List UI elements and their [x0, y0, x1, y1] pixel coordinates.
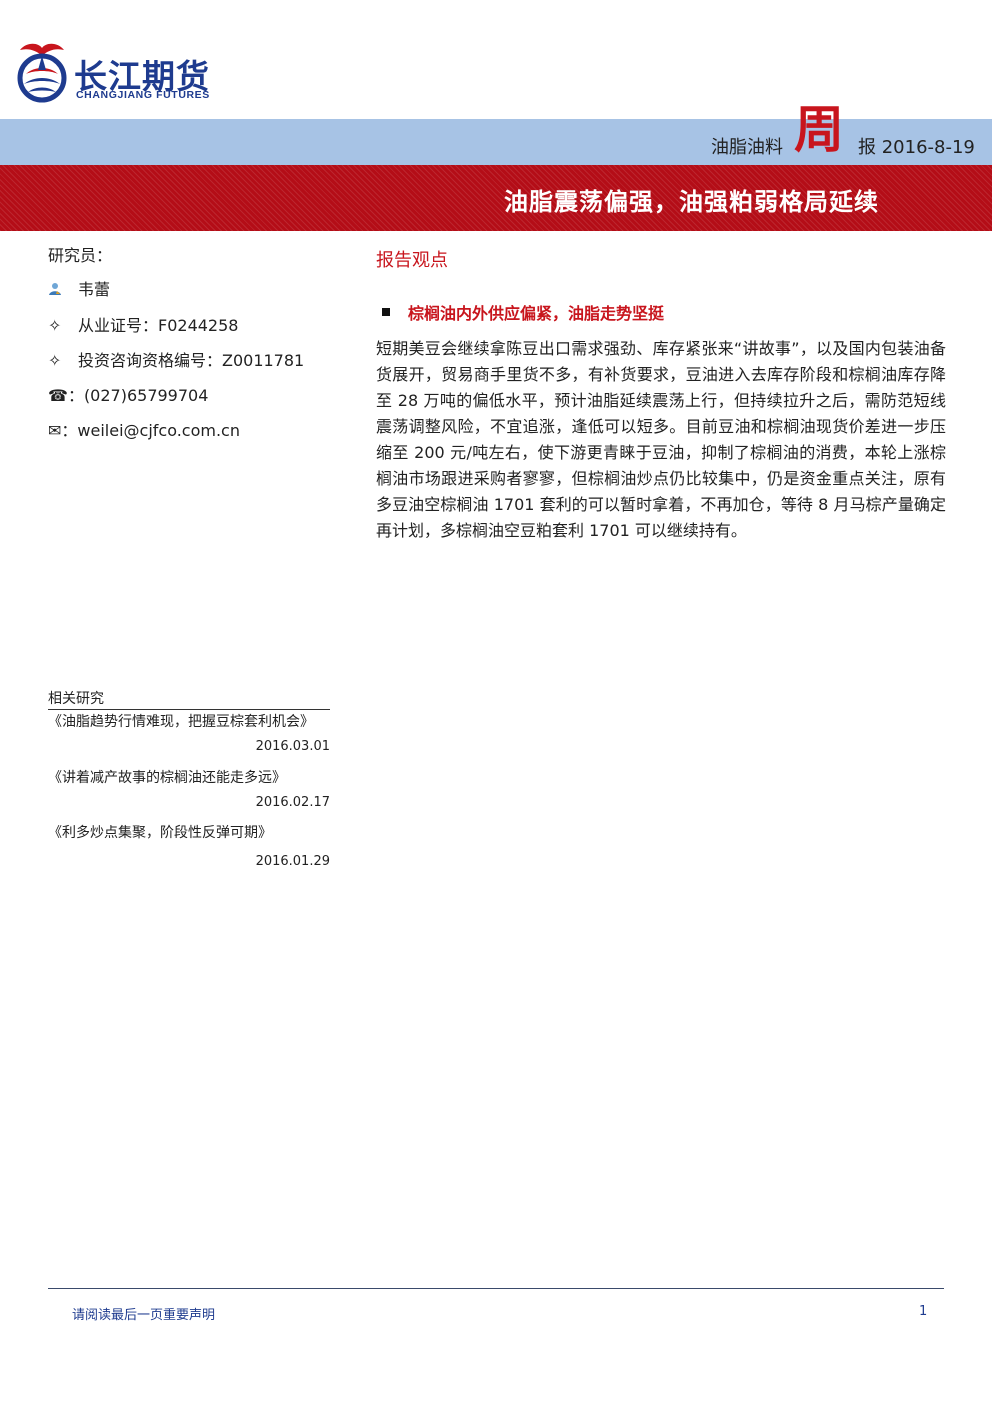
title-band: 油脂震荡偏强，油强粕弱格局延续	[0, 165, 992, 231]
square-bullet-icon	[382, 308, 390, 316]
person-icon	[48, 281, 78, 300]
related-item-date: 2016.02.17	[255, 795, 330, 810]
researcher-name: 韦蕾	[78, 280, 111, 299]
cert-row: ✧ 从业证号：F0244258	[48, 312, 238, 336]
related-research-heading: 相关研究	[48, 688, 330, 710]
phone-icon: ☎	[48, 386, 68, 405]
email-row: ✉：weilei@cjfco.com.cn	[48, 417, 240, 441]
footer-divider	[48, 1288, 944, 1289]
phone-row: ☎：(027)65799704	[48, 382, 208, 406]
diamond-bullet-icon: ✧	[48, 351, 62, 370]
report-body: 短期美豆会继续拿陈豆出口需求强劲、库存紧张来“讲故事”，以及国内包装油备货展开，…	[376, 339, 946, 540]
key-point-title: 棕榈油内外供应偏紧，油脂走势坚挺	[408, 304, 665, 323]
related-item-title[interactable]: 《油脂趋势行情难现，把握豆棕套利机会》	[48, 714, 314, 730]
weekly-mark: 周	[794, 100, 844, 159]
diamond-bullet-icon: ✧	[48, 316, 62, 335]
header-band: 油脂油料 周 报 2016-8-19	[0, 105, 992, 165]
email-icon: ✉	[48, 421, 62, 440]
key-point: 棕榈油内外供应偏紧，油脂走势坚挺	[382, 300, 664, 324]
report-date: 报 2016-8-19	[858, 137, 975, 158]
invest-qualification-number: 投资咨询资格编号：Z0011781	[78, 351, 305, 370]
page-number: 1	[919, 1304, 928, 1319]
logo-emblem-icon	[17, 43, 67, 103]
report-category: 油脂油料	[711, 137, 783, 158]
report-title: 油脂震荡偏强，油强粕弱格局延续	[504, 188, 879, 216]
researcher-name-row: 韦蕾	[48, 276, 110, 300]
related-item-title[interactable]: 《利多炒点集聚，阶段性反弹可期》	[48, 825, 272, 841]
cert-number: 从业证号：F0244258	[78, 316, 239, 335]
company-logo: 长江期货 CHANGJIANG FUTURES	[12, 40, 252, 106]
related-item-date: 2016.01.29	[255, 854, 330, 869]
related-item-date: 2016.03.01	[255, 739, 330, 754]
phone-number: ：(027)65799704	[67, 386, 209, 405]
researcher-label: 研究员：	[48, 246, 113, 265]
logo-chinese-name: 长江期货	[74, 57, 210, 96]
invest-qualification-row: ✧ 投资咨询资格编号：Z0011781	[48, 347, 304, 371]
section-title: 报告观点	[376, 250, 448, 271]
logo-english-name: CHANGJIANG FUTURES	[76, 89, 210, 101]
related-item-title[interactable]: 《讲着减产故事的棕榈油还能走多远》	[48, 770, 286, 786]
footer-disclaimer-note: 请阅读最后一页重要声明	[72, 1308, 216, 1323]
email-address[interactable]: ：weilei@cjfco.com.cn	[61, 421, 240, 440]
